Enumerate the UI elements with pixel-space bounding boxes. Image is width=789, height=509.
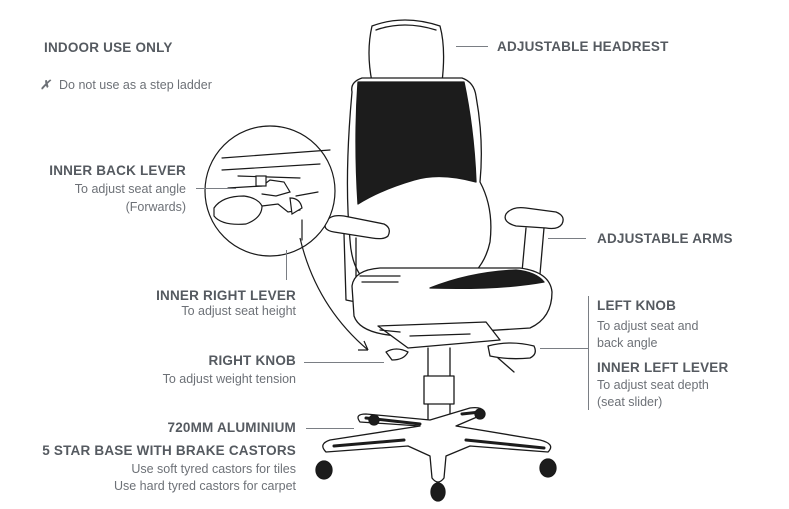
seat-upholstery [429,269,545,290]
castor-left [315,460,333,480]
castor-back-left [368,414,380,426]
base-label-2: 5 STAR BASE WITH BRAKE CASTORS [42,443,296,458]
left-knob-desc-2: back angle [597,336,658,350]
cross-icon: ✗ [40,78,51,92]
left-knob-desc: To adjust seat and [597,319,699,333]
left-knob-part [487,342,536,360]
right-knob-label: RIGHT KNOB [208,353,296,368]
left-knob-leader-line [540,348,588,349]
inner-right-lever-desc: To adjust seat height [181,304,296,318]
castor-right [539,458,557,478]
inner-back-lever-label: INNER BACK LEVER [49,163,186,178]
right-knob-part [385,348,409,361]
base-leader-line [306,428,354,429]
headrest-label: ADJUSTABLE HEADREST [497,39,669,54]
headrest-leader-line [456,46,488,47]
inner-right-lever-label: INNER RIGHT LEVER [156,288,296,303]
left-arm-pad [504,206,564,230]
inner-left-lever-label: INNER LEFT LEVER [597,360,729,375]
backrest-upholstery [355,81,477,205]
inner-left-lever-desc: To adjust seat depth [597,378,709,392]
castor-front [430,482,446,502]
base-label: 720MM ALUMINIUM [167,420,296,435]
step-ladder-warning: Do not use as a step ladder [59,78,212,92]
right-knob-desc: To adjust weight tension [162,372,296,386]
right-knob-leader-line [304,362,384,363]
left-knob-label: LEFT KNOB [597,298,677,313]
inner-right-lever-leader-line [286,250,287,280]
inner-back-lever-detail [204,125,336,257]
headrest-shape [368,19,445,86]
arms-label: ADJUSTABLE ARMS [597,231,733,246]
inner-left-lever-desc-2: (seat slider) [597,395,663,409]
left-controls-bracket [588,296,589,410]
detail-arrow [299,237,369,351]
base-desc: Use soft tyred castors for tiles [131,462,296,476]
right-arm-pad [324,214,390,240]
indoor-use-notice: INDOOR USE ONLY [44,40,173,55]
arms-leader-line [548,238,586,239]
base-desc-2: Use hard tyred castors for carpet [113,479,296,493]
inner-back-lever-desc-2: (Forwards) [125,200,186,214]
inner-back-lever-leader-line [196,188,236,189]
castor-back-right [474,408,486,420]
inner-back-lever-desc: To adjust seat angle [74,182,186,196]
